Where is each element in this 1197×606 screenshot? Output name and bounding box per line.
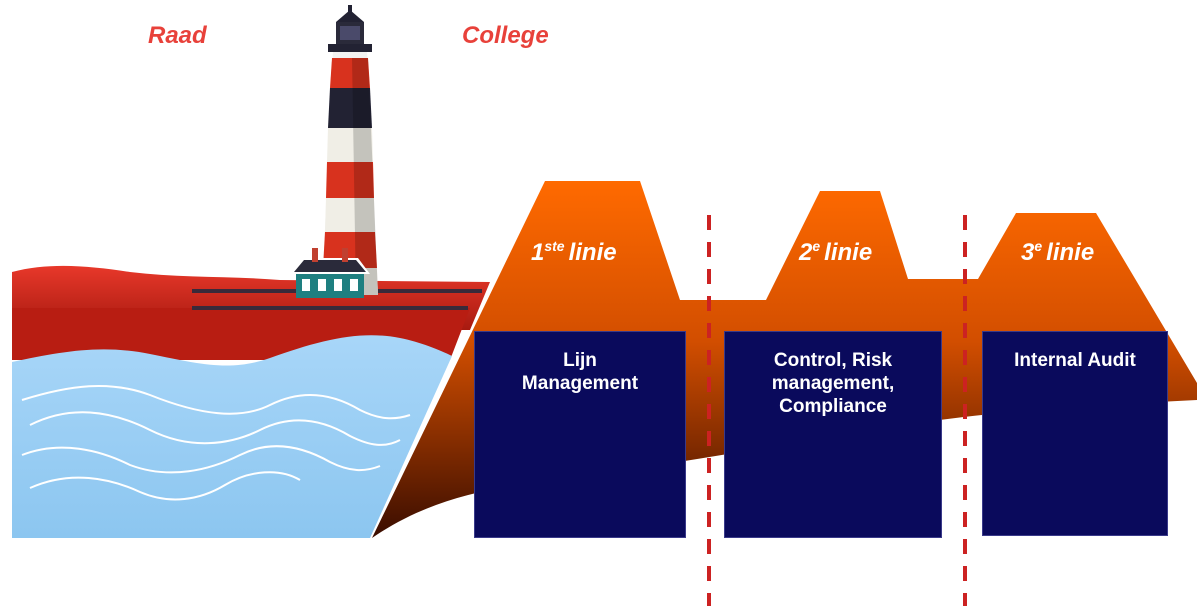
box-line-management: Lijn Management: [474, 331, 686, 538]
line-word: linie: [824, 239, 873, 266]
line-suffix: e: [1034, 238, 1043, 254]
line-word: linie: [568, 239, 617, 266]
box-control-risk-compliance: Control, Risk management, Compliance: [724, 331, 942, 538]
header-college: College: [462, 22, 549, 49]
line-number: 3: [1021, 239, 1035, 266]
line-number: 1: [531, 239, 545, 266]
house-icon: [290, 248, 370, 298]
line-suffix: e: [812, 238, 821, 254]
header-raad: Raad: [148, 22, 207, 49]
sea-water: [12, 335, 452, 538]
line-word: linie: [1046, 239, 1095, 266]
box-internal-audit: Internal Audit: [982, 331, 1168, 536]
line-suffix: ste: [544, 238, 565, 254]
lighthouse-icon: [322, 5, 378, 295]
line-number: 2: [799, 239, 813, 266]
